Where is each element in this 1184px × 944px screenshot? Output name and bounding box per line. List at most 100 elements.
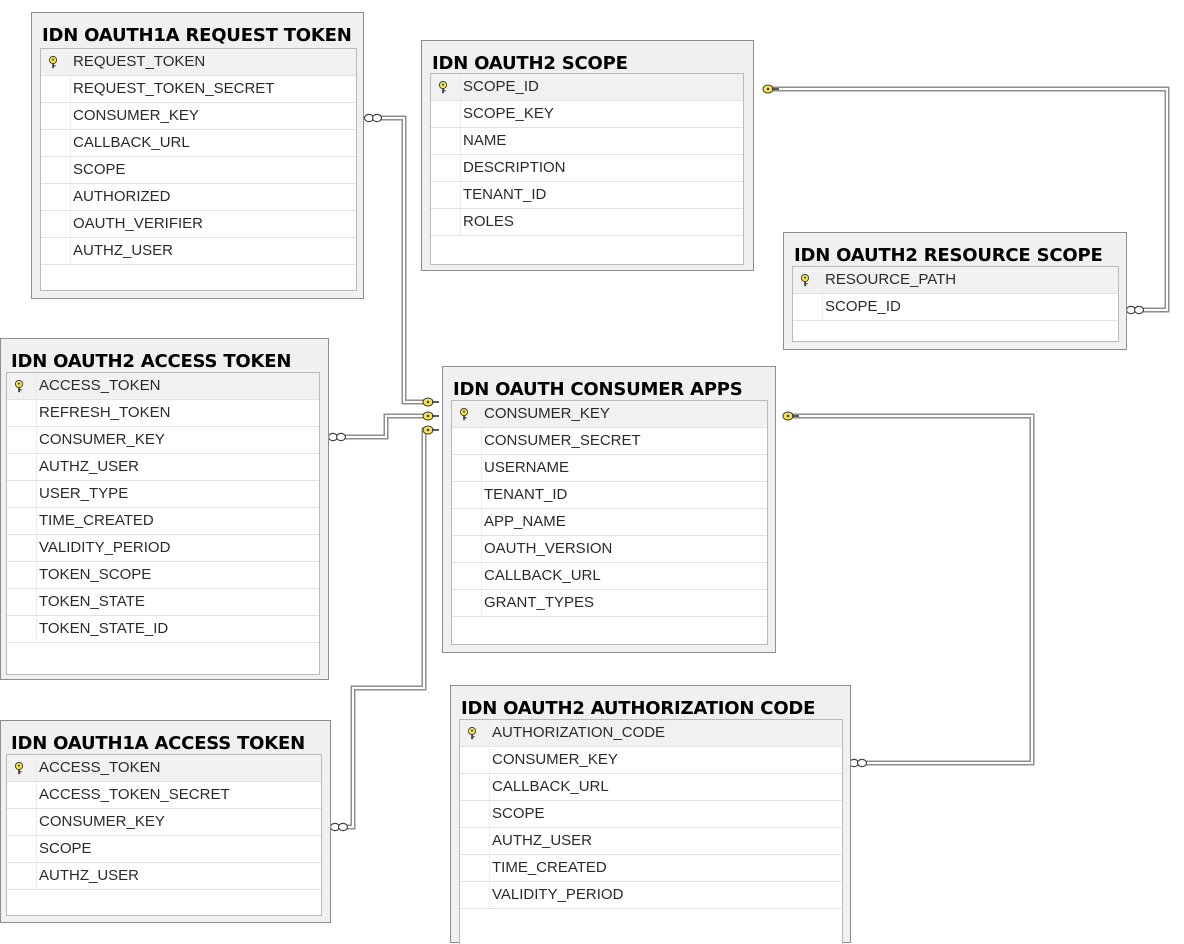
column-row[interactable]: AUTHZ_USER xyxy=(7,863,321,890)
column-row[interactable]: DESCRIPTION xyxy=(431,155,743,182)
row-selector xyxy=(452,482,482,508)
column-row[interactable]: AUTHZ_USER xyxy=(7,454,319,481)
column-row[interactable]: SCOPE xyxy=(460,801,842,828)
row-selector xyxy=(452,563,482,589)
column-row[interactable]: AUTHORIZATION_CODE xyxy=(460,720,842,747)
table-idn-oauth1a-access-token[interactable]: IDN OAUTH1A ACCESS TOKEN ACCESS_TOKEN ACC… xyxy=(0,720,331,923)
row-selector xyxy=(7,782,37,808)
connector-oauth2-access-token xyxy=(337,413,432,440)
column-row[interactable]: ACCESS_TOKEN_SECRET xyxy=(7,782,321,809)
one-end-key-icon xyxy=(422,397,439,407)
column-row[interactable]: OAUTH_VERIFIER xyxy=(41,211,356,238)
column-row[interactable]: CONSUMER_KEY xyxy=(41,103,356,130)
column-name: AUTHORIZATION_CODE xyxy=(492,724,666,741)
column-row[interactable]: USERNAME xyxy=(452,455,767,482)
table-columns: RESOURCE_PATH SCOPE_ID xyxy=(792,266,1119,342)
column-name: CONSUMER_SECRET xyxy=(484,432,641,449)
primary-key-icon xyxy=(48,56,58,69)
column-name: ACCESS_TOKEN_SECRET xyxy=(39,786,230,803)
column-row[interactable]: CALLBACK_URL xyxy=(460,774,842,801)
primary-key-icon xyxy=(14,762,24,775)
column-row[interactable]: SCOPE xyxy=(41,157,356,184)
column-row[interactable]: REFRESH_TOKEN xyxy=(7,400,319,427)
column-row[interactable]: CONSUMER_KEY xyxy=(452,401,767,428)
column-row[interactable]: TIME_CREATED xyxy=(460,855,842,882)
column-row[interactable]: CONSUMER_KEY xyxy=(460,747,842,774)
column-row[interactable]: TENANT_ID xyxy=(452,482,767,509)
column-row[interactable]: USER_TYPE xyxy=(7,481,319,508)
column-row[interactable]: SCOPE_ID xyxy=(431,74,743,101)
column-row[interactable]: REQUEST_TOKEN_SECRET xyxy=(41,76,356,103)
row-selector xyxy=(452,428,482,454)
column-row[interactable]: OAUTH_VERSION xyxy=(452,536,767,563)
row-selector xyxy=(41,157,71,183)
column-name: AUTHORIZED xyxy=(73,188,171,205)
column-row[interactable]: ACCESS_TOKEN xyxy=(7,373,319,400)
column-row[interactable]: CALLBACK_URL xyxy=(452,563,767,590)
column-row[interactable]: SCOPE_KEY xyxy=(431,101,743,128)
column-name: ROLES xyxy=(463,213,514,230)
column-name: AUTHZ_USER xyxy=(492,832,593,849)
column-row[interactable]: AUTHORIZED xyxy=(41,184,356,211)
column-name: SCOPE_ID xyxy=(825,298,901,315)
table-title: IDN OAUTH2 AUTHORIZATION CODE xyxy=(461,698,816,719)
column-row[interactable]: AUTHZ_USER xyxy=(41,238,356,265)
column-row[interactable]: SCOPE_ID xyxy=(793,294,1118,321)
column-row[interactable]: APP_NAME xyxy=(452,509,767,536)
column-row[interactable]: VALIDITY_PERIOD xyxy=(7,535,319,562)
column-row[interactable]: TENANT_ID xyxy=(431,182,743,209)
row-selector xyxy=(460,747,490,773)
column-row[interactable]: CONSUMER_SECRET xyxy=(452,428,767,455)
primary-key-icon xyxy=(467,727,477,740)
row-selector xyxy=(7,427,37,453)
column-name: DESCRIPTION xyxy=(463,159,566,176)
row-selector xyxy=(460,801,490,827)
column-name: OAUTH_VERIFIER xyxy=(73,215,204,232)
column-row[interactable]: ACCESS_TOKEN xyxy=(7,755,321,782)
column-row[interactable]: CALLBACK_URL xyxy=(41,130,356,157)
column-name: TOKEN_STATE xyxy=(39,593,145,610)
row-selector xyxy=(41,103,71,129)
table-title: IDN OAUTH1A ACCESS TOKEN xyxy=(11,733,305,754)
column-row[interactable]: CONSUMER_KEY xyxy=(7,809,321,836)
column-name: TIME_CREATED xyxy=(39,512,154,529)
column-name: TENANT_ID xyxy=(484,486,568,503)
row-selector xyxy=(452,401,482,427)
column-row[interactable]: VALIDITY_PERIOD xyxy=(460,882,842,909)
column-name: SCOPE xyxy=(492,805,545,822)
row-selector xyxy=(7,562,37,588)
column-row[interactable]: TOKEN_STATE_ID xyxy=(7,616,319,643)
column-row[interactable]: AUTHZ_USER xyxy=(460,828,842,855)
column-row[interactable]: RESOURCE_PATH xyxy=(793,267,1118,294)
column-name: VALIDITY_PERIOD xyxy=(492,886,624,903)
column-name: USER_TYPE xyxy=(39,485,129,502)
column-name: TENANT_ID xyxy=(463,186,547,203)
column-name: USERNAME xyxy=(484,459,570,476)
column-row[interactable]: NAME xyxy=(431,128,743,155)
column-row[interactable]: GRANT_TYPES xyxy=(452,590,767,617)
row-selector xyxy=(41,76,71,102)
table-idn-oauth2-authorization-code[interactable]: IDN OAUTH2 AUTHORIZATION CODE AUTHORIZAT… xyxy=(450,685,851,944)
column-row[interactable]: REQUEST_TOKEN xyxy=(41,49,356,76)
row-selector xyxy=(431,128,461,154)
column-name: APP_NAME xyxy=(484,513,566,530)
many-end-icon xyxy=(1125,305,1145,315)
column-row[interactable]: ROLES xyxy=(431,209,743,236)
row-selector xyxy=(452,590,482,616)
table-title: IDN OAUTH1A REQUEST TOKEN xyxy=(42,25,352,46)
column-name: CALLBACK_URL xyxy=(492,778,609,795)
column-row[interactable]: TOKEN_STATE xyxy=(7,589,319,616)
column-name: TIME_CREATED xyxy=(492,859,607,876)
column-row[interactable]: TIME_CREATED xyxy=(7,508,319,535)
column-row[interactable]: CONSUMER_KEY xyxy=(7,427,319,454)
column-row[interactable]: SCOPE xyxy=(7,836,321,863)
column-name: REQUEST_TOKEN xyxy=(73,53,206,70)
column-row[interactable]: TOKEN_SCOPE xyxy=(7,562,319,589)
